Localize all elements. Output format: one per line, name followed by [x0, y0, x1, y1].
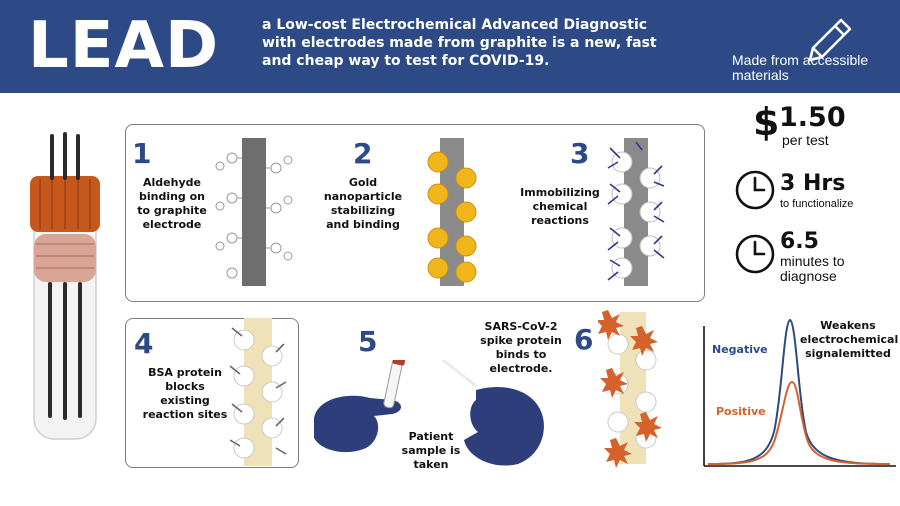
clock-icon	[735, 234, 775, 274]
negative-curve	[707, 318, 891, 465]
swab-tube-and-hands-illustration	[314, 360, 544, 466]
step-5-number: 5	[358, 325, 378, 358]
step-1-label: Aldehyde binding on to graphite electrod…	[137, 176, 207, 231]
made-from-caption: Made from accessible materials	[732, 52, 869, 83]
cost-dollar-sign: $	[753, 100, 780, 144]
clock-icon	[735, 170, 775, 210]
functionalize-value: 3 Hrs	[780, 171, 846, 196]
functionalize-unit: to functionalize	[780, 198, 854, 210]
steps-panel-top	[125, 124, 705, 302]
positive-label: Positive	[716, 405, 766, 418]
step-4-label: BSA protein blocks existing reaction sit…	[142, 366, 228, 421]
cost-value: 1.50	[779, 102, 846, 133]
positive-curve	[707, 380, 891, 465]
step-2-number: 2	[353, 137, 373, 170]
step-5-label: Patient sample is taken	[401, 430, 461, 471]
diagnose-value: 6.5	[780, 229, 819, 254]
lead-logo-title: LEAD	[28, 9, 220, 83]
negative-label: Negative	[712, 343, 768, 356]
step-3-label: Immobilizing chemical reactions	[520, 186, 600, 227]
step-6-number: 6	[574, 323, 594, 356]
step-1-number: 1	[132, 137, 152, 170]
signal-note: Weakens electrochemical signalemitted	[800, 319, 899, 360]
pencil-icon	[808, 18, 852, 62]
step-4-panel	[125, 318, 299, 468]
gold-nanoparticle-illustration	[427, 138, 477, 286]
cost-unit: per test	[782, 132, 829, 148]
spike-protein-binding-illustration	[598, 310, 662, 468]
header-description: a Low-cost Electrochemical Advanced Diag…	[262, 17, 657, 69]
electrode-tube	[30, 132, 100, 440]
signal-curves-chart	[703, 318, 896, 467]
immobilized-chemistry-illustration	[607, 138, 665, 286]
diagnose-unit: minutes to diagnose	[780, 253, 845, 284]
header-banner: LEAD a Low-cost Electrochemical Advanced…	[0, 0, 900, 93]
step-2-label: Gold nanoparticle stabilizing and bindin…	[323, 176, 403, 231]
step-3-number: 3	[570, 137, 590, 170]
bsa-blocking-illustration	[229, 318, 287, 466]
step-6-label: SARS-CoV-2 spike protein binds to electr…	[480, 320, 562, 375]
aldehyde-electrode-illustration	[215, 138, 293, 286]
step-4-number: 4	[134, 327, 154, 360]
